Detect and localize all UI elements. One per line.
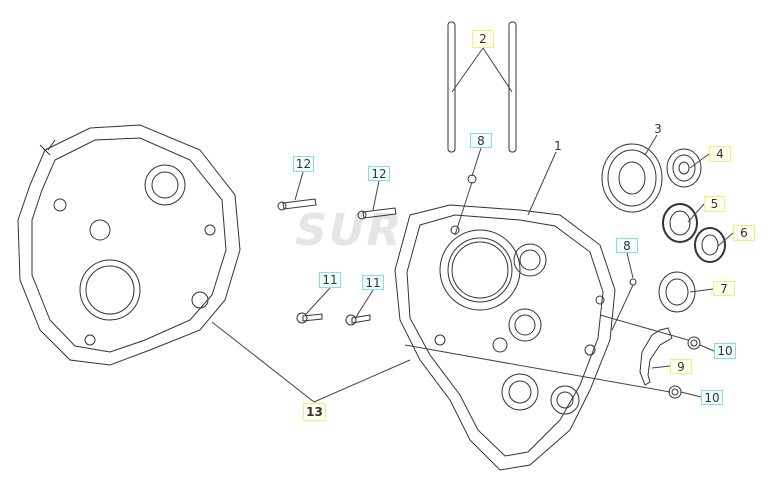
- callout-10-bottom: 10: [701, 390, 723, 405]
- callout-12-right: 12: [368, 166, 390, 181]
- callout-12-left: 12: [293, 156, 314, 172]
- callout-7: 7: [713, 281, 735, 296]
- callout-11-right: 11: [362, 275, 384, 290]
- bearings: [601, 143, 726, 313]
- callout-13: 13: [303, 403, 326, 421]
- callout-6: 6: [733, 225, 755, 241]
- callout-11-left: 11: [319, 272, 341, 288]
- bolts: [277, 174, 701, 399]
- callout-3: 3: [654, 122, 662, 136]
- callout-8-top: 8: [470, 133, 492, 148]
- callout-5: 5: [704, 196, 725, 212]
- callout-10-top: 10: [714, 343, 736, 359]
- callout-2: 2: [472, 30, 494, 48]
- callout-4: 4: [709, 146, 731, 162]
- right-crankcase-half: [394, 204, 616, 471]
- leader-lines: [211, 47, 734, 403]
- callout-1: 1: [554, 139, 562, 153]
- callout-8-right: 8: [616, 238, 638, 253]
- left-crankcase-half: [17, 124, 241, 366]
- callout-9: 9: [670, 359, 692, 374]
- bracket-part-9: [639, 327, 673, 386]
